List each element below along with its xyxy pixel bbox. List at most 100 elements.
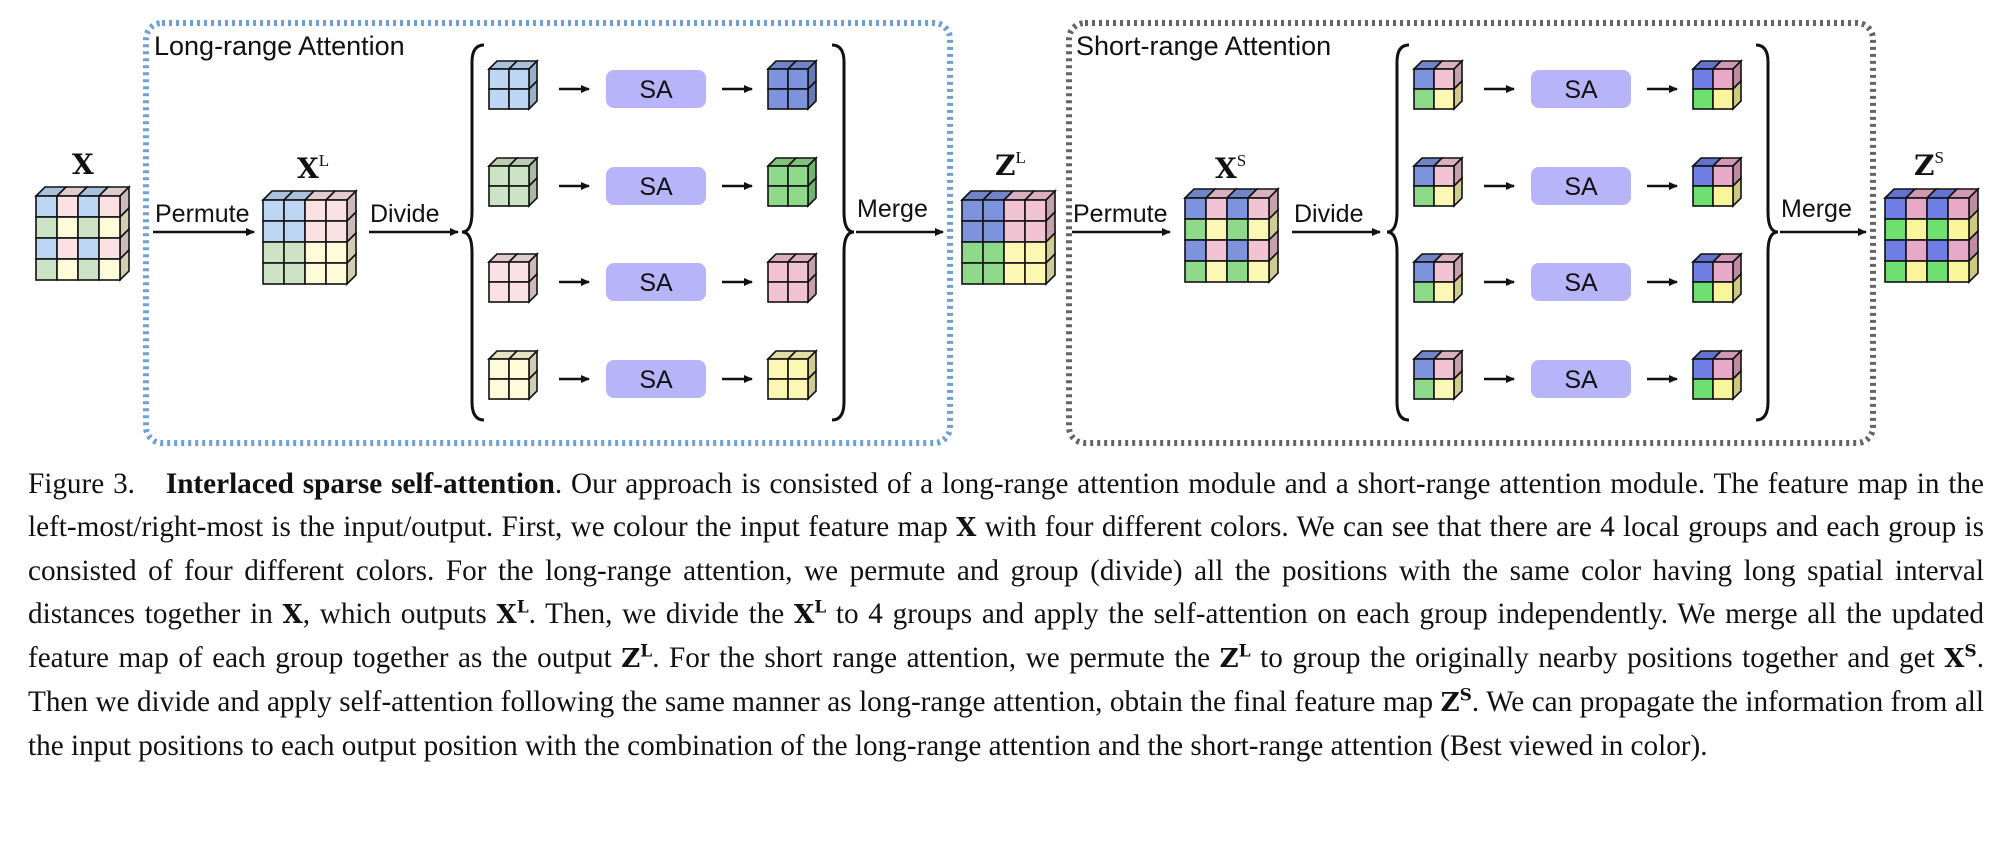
- short-group-input-cube-cell: [1413, 261, 1435, 283]
- cube-xl-cell: [325, 262, 348, 285]
- cube-xs-cell: [1247, 197, 1270, 220]
- short-group-input-cube-cell: [1433, 88, 1455, 110]
- cube-xs-cell: [1247, 239, 1270, 262]
- short-group-row: SA: [1412, 59, 1743, 111]
- long-group-row: SA: [487, 349, 818, 401]
- cube-x-cell: [77, 216, 100, 239]
- cube-xs: [1183, 187, 1280, 284]
- caption-math-x-1: X: [956, 513, 977, 543]
- cube-zl-cell: [1003, 241, 1026, 264]
- short-group-output-cube-cell: [1692, 68, 1714, 90]
- long-group-output-cube: [766, 59, 818, 111]
- short-group-input-cube-cell: [1433, 281, 1455, 303]
- caption-math-zs-1: Z: [1440, 688, 1460, 718]
- cube-x-cell: [98, 195, 121, 218]
- cube-xl-cell: [283, 241, 306, 264]
- label-xl: XL: [297, 151, 329, 185]
- cube-zl-cell: [1003, 199, 1026, 222]
- cube-xs-cell: [1226, 239, 1249, 262]
- short-group-output-cube-cell: [1692, 88, 1714, 110]
- cube-xs-cell: [1184, 197, 1207, 220]
- label-xs-sup: S: [1237, 151, 1246, 170]
- permute-label-1: Permute: [155, 200, 249, 228]
- cube-x-cell: [35, 216, 58, 239]
- label-zs: ZS: [1914, 148, 1944, 182]
- cube-zs: [1883, 187, 1980, 284]
- cube-zl-cell: [982, 262, 1005, 285]
- short-sa-label: SA: [1564, 269, 1598, 297]
- output-feature-map-zs: [1883, 187, 1980, 284]
- long-sa-label: SA: [639, 76, 673, 104]
- short-group-input-cube-cell: [1413, 68, 1435, 90]
- long-group-output-cube-cell: [767, 88, 789, 110]
- label-zl: ZL: [995, 148, 1026, 182]
- cube-xl-cell: [262, 199, 285, 222]
- merged-feature-map-zl: [960, 189, 1057, 286]
- caption-math-zl-1: Z: [621, 644, 641, 674]
- long-group-input-cube-cell: [508, 358, 530, 380]
- cube-zl-cell: [1024, 241, 1047, 264]
- long-group-output-cube-cell: [767, 68, 789, 90]
- cube-zl-cell: [961, 262, 984, 285]
- cube-zl-cell: [961, 220, 984, 243]
- short-group-input-cube-cell: [1433, 165, 1455, 187]
- cube-zl: [960, 189, 1057, 286]
- permuted-feature-map-xs: [1183, 187, 1280, 284]
- label-xl-sup: L: [319, 151, 329, 170]
- long-group-input-cube-cell: [508, 281, 530, 303]
- long-group-output-cube-cell: [787, 281, 809, 303]
- cube-xl: [261, 189, 358, 286]
- merge-brace-1: [831, 43, 855, 422]
- cube-zs-cell: [1884, 260, 1907, 283]
- figure-diagram: Long-range Attention Short-range Attenti…: [34, 20, 1980, 446]
- long-group-output-cube-cell: [767, 378, 789, 400]
- divide-label-1: Divide: [370, 200, 439, 228]
- short-sa-block: [1531, 167, 1631, 205]
- cube-xs-cell: [1184, 239, 1207, 262]
- short-group-output-cube-cell: [1692, 378, 1714, 400]
- short-group-input-cube-cell: [1413, 185, 1435, 207]
- long-group-input-cube-cell: [488, 68, 510, 90]
- short-group-input-cube-cell: [1413, 378, 1435, 400]
- cube-zl-cell: [982, 220, 1005, 243]
- long-group-input-cube: [487, 156, 539, 208]
- short-group-output-cube-cell: [1712, 378, 1734, 400]
- long-group-output-cube-cell: [787, 261, 809, 283]
- long-sa-block: [606, 167, 706, 205]
- cube-zl-cell: [961, 241, 984, 264]
- caption-math-xs-1: X: [1944, 644, 1965, 674]
- short-group-output-cube-cell: [1712, 358, 1734, 380]
- cube-xl-cell: [325, 241, 348, 264]
- long-group-input-cube-cell: [488, 358, 510, 380]
- cube-xl-cell: [262, 262, 285, 285]
- long-group-input-cube-cell: [488, 261, 510, 283]
- label-zl-base: Z: [995, 149, 1015, 182]
- cube-x-cell: [98, 237, 121, 260]
- short-group-output-cube-cell: [1712, 88, 1734, 110]
- label-zs-sup: S: [1934, 148, 1943, 167]
- long-group-input-cube-cell: [488, 378, 510, 400]
- short-sa-label: SA: [1564, 76, 1598, 104]
- divide-label-2: Divide: [1294, 200, 1363, 228]
- cube-zs-cell: [1947, 197, 1970, 220]
- cube-xl-cell: [283, 199, 306, 222]
- input-feature-map-x: [34, 185, 131, 282]
- caption-figure-number: Figure 3.: [28, 468, 135, 500]
- cube-xs-cell: [1205, 218, 1228, 241]
- cube-zs-cell: [1905, 197, 1928, 220]
- short-group-input-cube-cell: [1413, 281, 1435, 303]
- caption-text-3: , which outputs: [302, 598, 497, 630]
- short-group-output-cube: [1691, 59, 1743, 111]
- short-sa-label: SA: [1564, 173, 1598, 201]
- short-sa-block: [1531, 360, 1631, 398]
- caption-text-5: to 4 groups and apply the self-attention…: [28, 598, 1984, 674]
- long-range-module-box: [143, 20, 953, 446]
- long-group-input-cube-cell: [508, 88, 530, 110]
- short-group-row: SA: [1412, 349, 1743, 401]
- long-group-output-cube-cell: [787, 358, 809, 380]
- short-group-output-cube: [1691, 349, 1743, 401]
- cube-xl-cell: [283, 220, 306, 243]
- cube-x-cell: [77, 195, 100, 218]
- cube-x-cell: [77, 258, 100, 281]
